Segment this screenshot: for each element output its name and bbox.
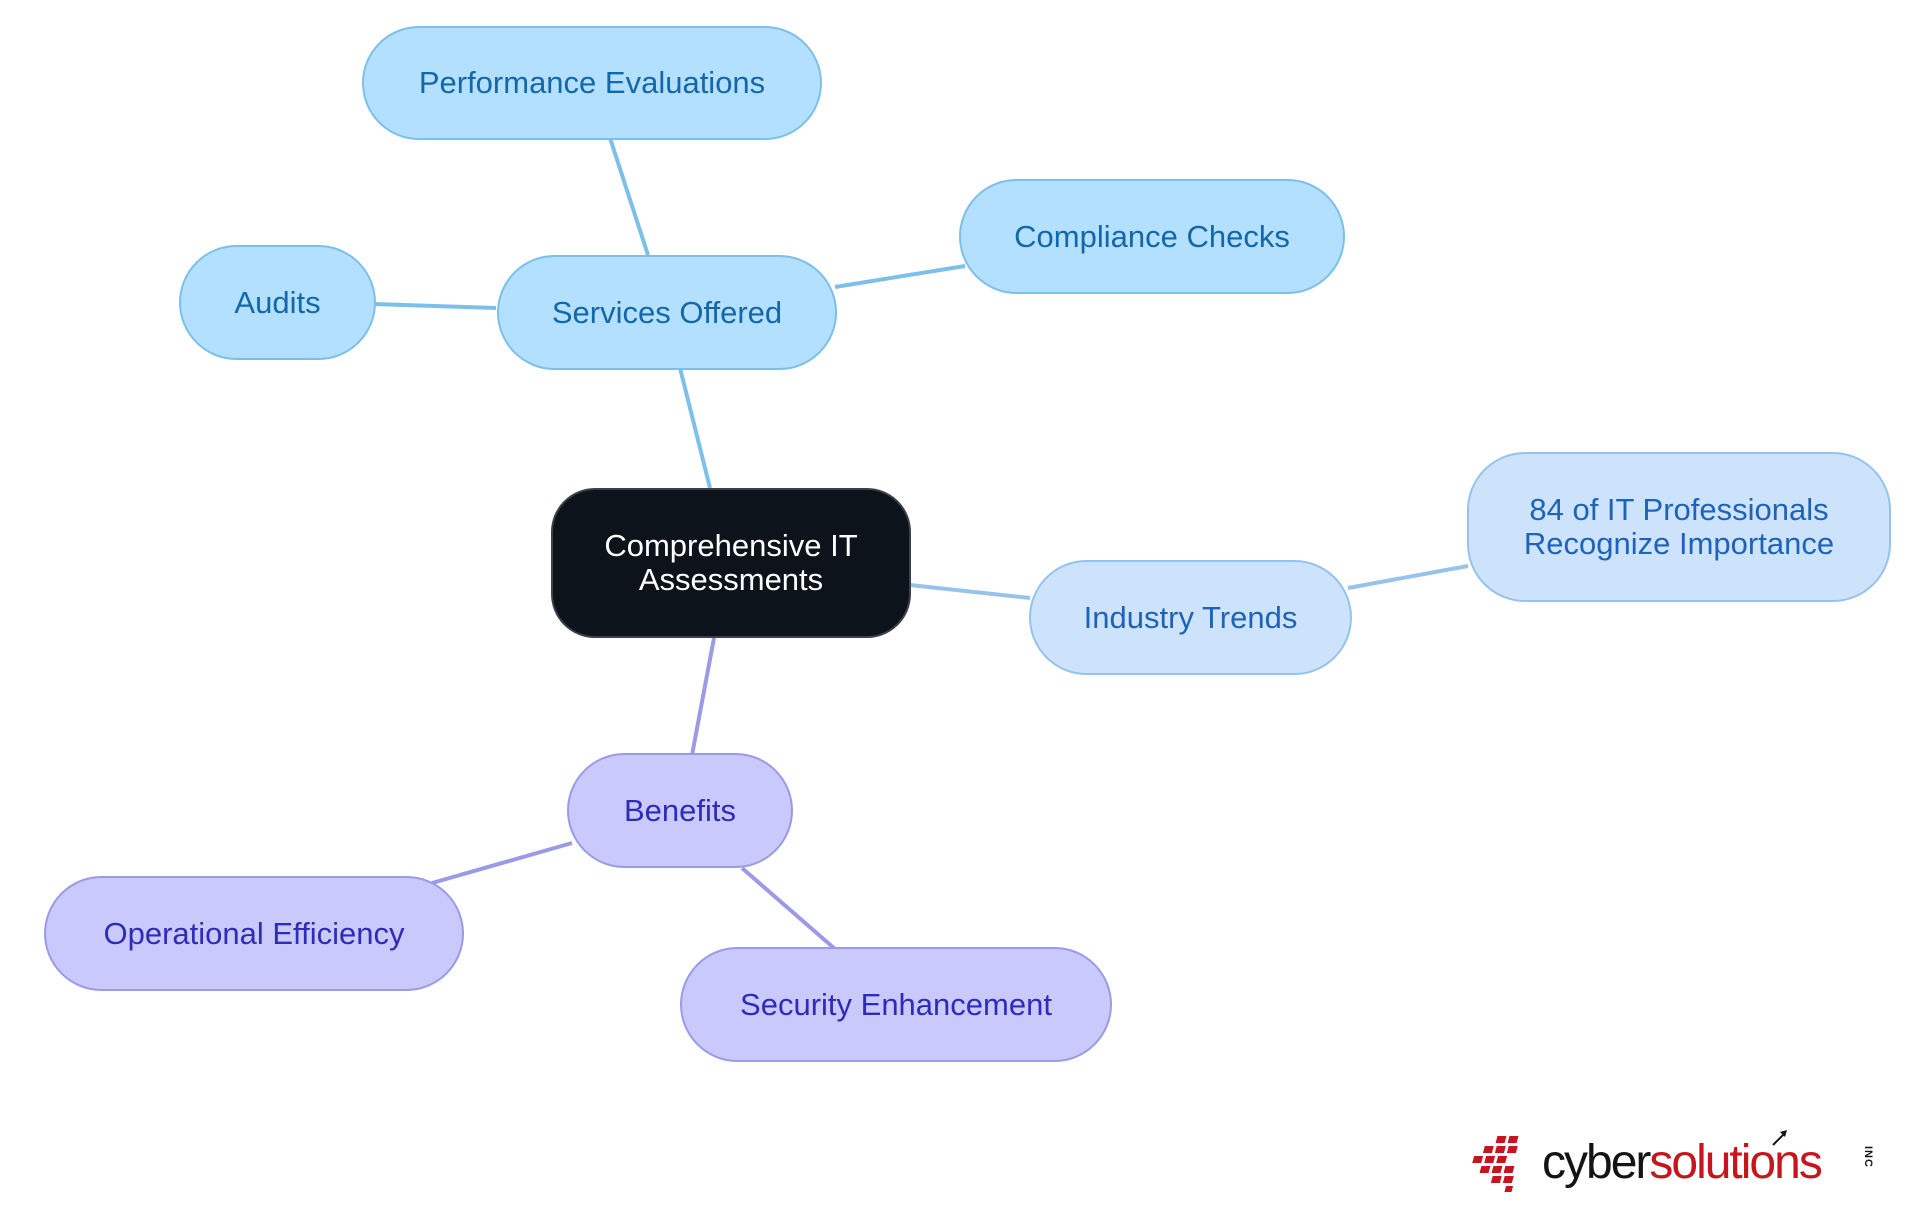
it-professionals-stat-label: 84 of IT Professionals Recognize Importa… — [1523, 492, 1835, 561]
root-node: Comprehensive IT Assessments — [551, 488, 911, 638]
audits-node: Audits — [179, 245, 376, 360]
audits-label: Audits — [234, 284, 321, 320]
benefits-node: Benefits — [567, 753, 793, 868]
benefits-label: Benefits — [623, 792, 736, 828]
logo-word-cyber: cyber — [1542, 1136, 1651, 1189]
services-offered-node: Services Offered — [497, 255, 837, 370]
services-offered-label: Services Offered — [551, 294, 783, 330]
edge-benefits-security — [740, 866, 837, 951]
performance-evaluations-label: Performance Evaluations — [418, 65, 766, 100]
edge-services-audits — [374, 302, 497, 310]
logo-word-solutions: solutions — [1649, 1136, 1822, 1189]
edge-services-compliance — [834, 264, 966, 289]
operational-efficiency-label: Operational Efficiency — [103, 915, 405, 951]
edge-root-trends — [909, 583, 1031, 600]
edge-root-services — [678, 367, 712, 489]
cybersolutions-logo: cybersolutions INC — [1470, 1130, 1890, 1200]
logo-mark-icon — [1472, 1136, 1519, 1192]
edge-trends-stat — [1347, 564, 1469, 590]
industry-trends-node: Industry Trends — [1029, 560, 1352, 675]
edge-benefits-efficiency — [431, 841, 573, 885]
industry-trends-label: Industry Trends — [1083, 599, 1298, 635]
it-professionals-stat-node: 84 of IT Professionals Recognize Importa… — [1467, 452, 1891, 602]
compliance-checks-label: Compliance Checks — [1014, 218, 1290, 254]
logo-wordmark: cybersolutions — [1542, 1136, 1823, 1189]
edge-root-benefits — [690, 637, 716, 756]
logo-arrow-icon — [1772, 1130, 1787, 1146]
root-node-label: Comprehensive IT Assessments — [604, 528, 858, 597]
operational-efficiency-node: Operational Efficiency — [44, 876, 464, 991]
logo-inc-label: INC — [1862, 1146, 1874, 1168]
performance-evaluations-node: Performance Evaluations — [362, 26, 822, 140]
edge-services-performance — [608, 137, 650, 256]
compliance-checks-node: Compliance Checks — [959, 179, 1345, 294]
security-enhancement-node: Security Enhancement — [680, 947, 1112, 1062]
security-enhancement-label: Security Enhancement — [740, 986, 1052, 1022]
